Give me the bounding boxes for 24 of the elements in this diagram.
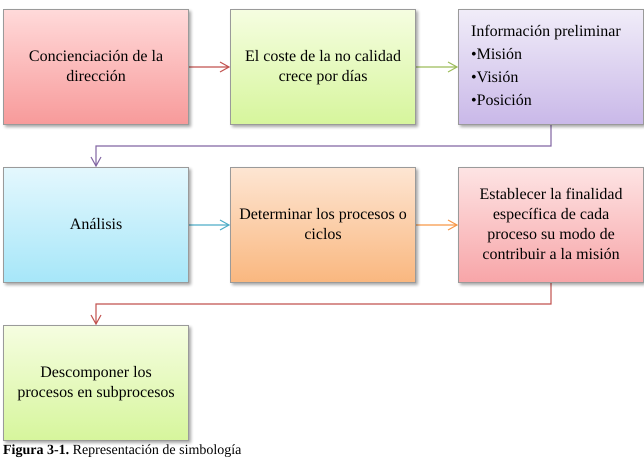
process-box	[230, 167, 416, 283]
arrow	[189, 61, 230, 73]
box-text: Descomponer los procesos en subprocesos	[16, 363, 176, 403]
bullet-item: •Posición	[471, 91, 532, 111]
figure-caption: Figura 3-1. Representación de simbología	[3, 443, 242, 459]
process-box	[458, 9, 644, 125]
process-box	[3, 325, 189, 441]
bullet-item: •Visión	[471, 68, 518, 88]
arrow	[416, 61, 458, 73]
arrow	[416, 219, 458, 231]
process-box	[3, 9, 189, 125]
arrow	[189, 219, 230, 231]
box-text: Determinar los procesos o ciclos	[239, 205, 407, 245]
box-text: Establecer la finalidad específica de cada proceso su modo de contribuir a la misión	[478, 185, 624, 265]
arrow	[90, 283, 552, 325]
box-heading: Información preliminar	[471, 22, 621, 42]
process-box	[458, 167, 644, 283]
box-text: Análisis	[70, 215, 122, 235]
bullet-item: •Misión	[471, 45, 522, 65]
process-box	[3, 167, 189, 283]
box-text: El coste de la no calidad crece por días	[244, 47, 402, 87]
arrow	[90, 125, 552, 167]
process-box	[230, 9, 416, 125]
box-text: Concienciación de la dirección	[28, 47, 164, 87]
